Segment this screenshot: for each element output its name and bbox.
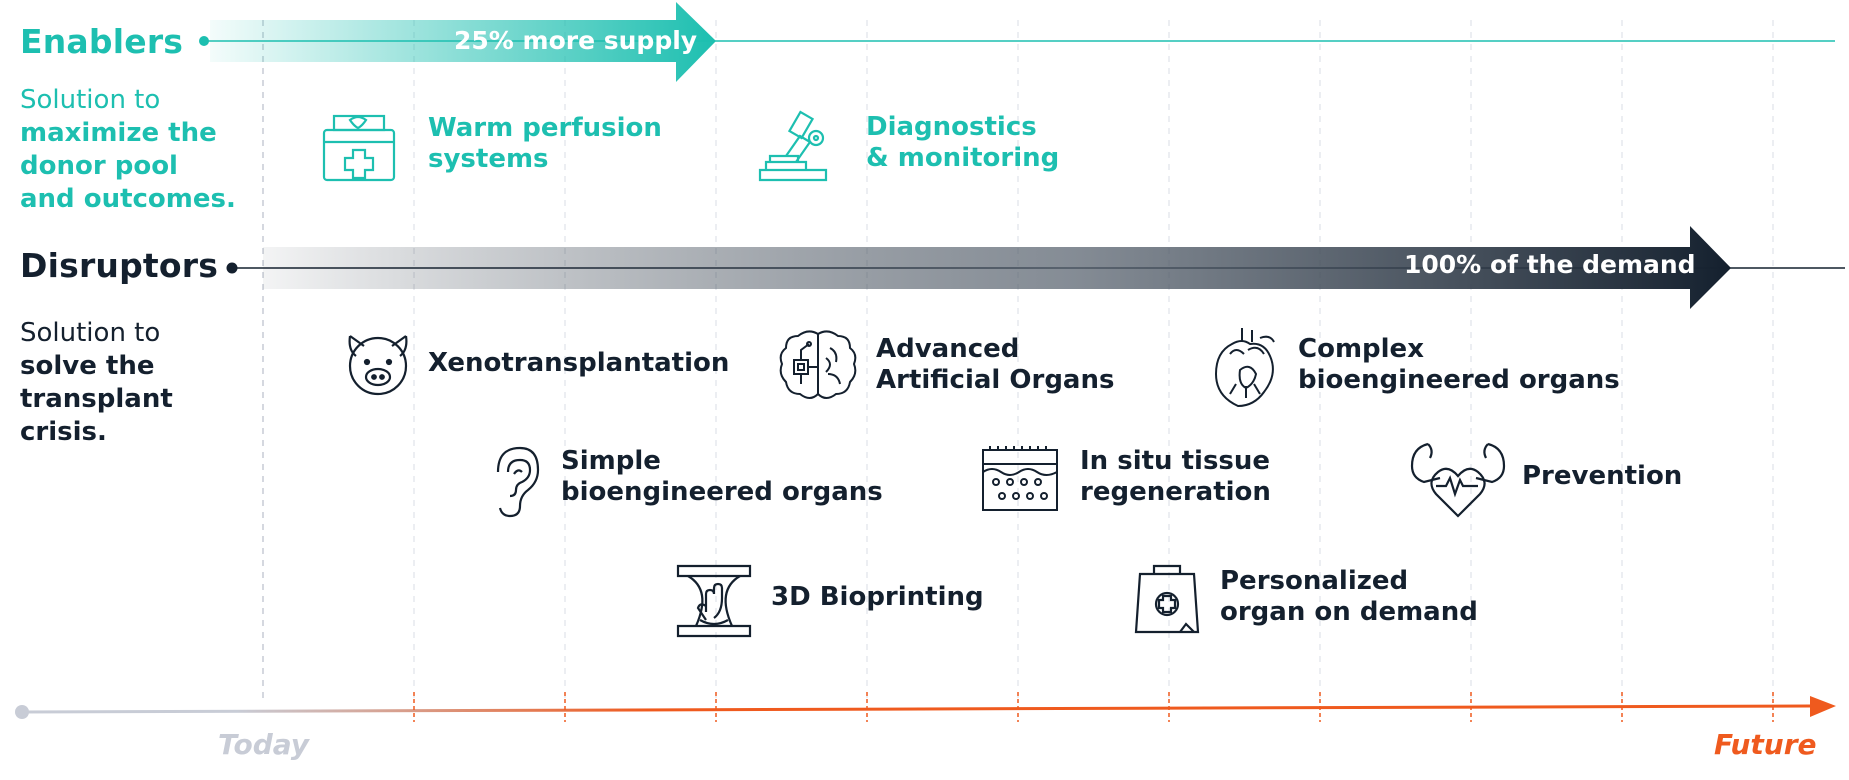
pig-icon bbox=[348, 335, 408, 396]
disruptors-item-xeno: Xenotransplantation bbox=[428, 348, 729, 379]
disruptors-item-artificial-organs: Advanced Artificial Organs bbox=[876, 334, 1114, 396]
enablers-arrow-label: 25% more supply bbox=[454, 26, 698, 55]
item-label-line: systems bbox=[428, 144, 549, 174]
item-label-line: & monitoring bbox=[866, 143, 1060, 173]
enablers-arrow bbox=[199, 2, 1835, 82]
disruptors-title: Disruptors bbox=[20, 246, 219, 285]
heart-organ-icon bbox=[1214, 328, 1275, 408]
item-label-line: Artificial Organs bbox=[876, 365, 1115, 395]
enablers-desc-bold-line: donor pool bbox=[20, 151, 178, 181]
item-label-line: In situ tissue bbox=[1080, 446, 1271, 476]
item-label-line: Advanced bbox=[876, 334, 1020, 364]
grid-lines bbox=[262, 20, 1774, 700]
disruptors-desc-bold-line: solve the bbox=[20, 351, 155, 381]
item-label-line: Complex bbox=[1298, 334, 1424, 364]
muscle-heart-icon bbox=[1410, 442, 1506, 518]
item-label-line: Warm perfusion bbox=[428, 113, 662, 143]
item-label-line: bioengineered organs bbox=[561, 477, 883, 507]
tissue-icon bbox=[982, 446, 1058, 511]
disruptors-desc-bold-line: transplant bbox=[20, 384, 173, 414]
enablers-item-warm-perfusion: Warm perfusion systems bbox=[428, 113, 662, 175]
disruptors-arrow-label: 100% of the demand bbox=[1404, 250, 1696, 279]
enablers-desc-bold-line: and outcomes. bbox=[20, 184, 236, 214]
medical-kit-icon bbox=[322, 114, 396, 182]
item-label-line: 3D Bioprinting bbox=[771, 582, 984, 612]
item-label-line: organ on demand bbox=[1220, 597, 1478, 627]
timeline-axis bbox=[15, 692, 1836, 722]
enablers-title: Enablers bbox=[20, 22, 184, 61]
disruptors-item-complex-organs: Complex bioengineered organs bbox=[1298, 334, 1620, 396]
disruptors-desc-bold-line: crisis. bbox=[20, 417, 107, 447]
timeline-end-label: Future bbox=[1714, 728, 1817, 761]
disruptors-description: Solution to solve the transplant crisis. bbox=[20, 317, 173, 449]
enablers-desc-line: Solution to bbox=[20, 85, 161, 115]
item-label-line: Prevention bbox=[1522, 461, 1683, 491]
disruptors-arrow bbox=[226, 226, 1845, 309]
item-label-line: Simple bbox=[561, 446, 661, 476]
disruptors-item-prevention: Prevention bbox=[1522, 461, 1682, 492]
timeline-start-label: Today bbox=[218, 728, 310, 761]
medicine-bag-icon bbox=[1134, 564, 1200, 634]
enablers-desc-bold-line: maximize the bbox=[20, 118, 217, 148]
brain-chip-icon bbox=[779, 330, 857, 399]
disruptors-desc-line: Solution to bbox=[20, 318, 161, 348]
disruptors-item-personalized: Personalized organ on demand bbox=[1220, 566, 1478, 628]
enablers-description: Solution to maximize the donor pool and … bbox=[20, 84, 236, 216]
disruptors-item-in-situ: In situ tissue regeneration bbox=[1080, 446, 1271, 508]
item-label-line: regeneration bbox=[1080, 477, 1271, 507]
item-label-line: Xenotransplantation bbox=[428, 348, 730, 378]
disruptors-item-simple-organs: Simple bioengineered organs bbox=[561, 446, 883, 508]
bioprinter-icon bbox=[676, 564, 752, 638]
enablers-item-diagnostics: Diagnostics & monitoring bbox=[866, 112, 1059, 174]
item-label-line: Personalized bbox=[1220, 566, 1409, 596]
microscope-icon bbox=[758, 110, 828, 182]
disruptors-item-bioprinting: 3D Bioprinting bbox=[771, 582, 984, 613]
item-label-line: Diagnostics bbox=[866, 112, 1037, 142]
ear-icon bbox=[496, 446, 540, 518]
item-label-line: bioengineered organs bbox=[1298, 365, 1620, 395]
